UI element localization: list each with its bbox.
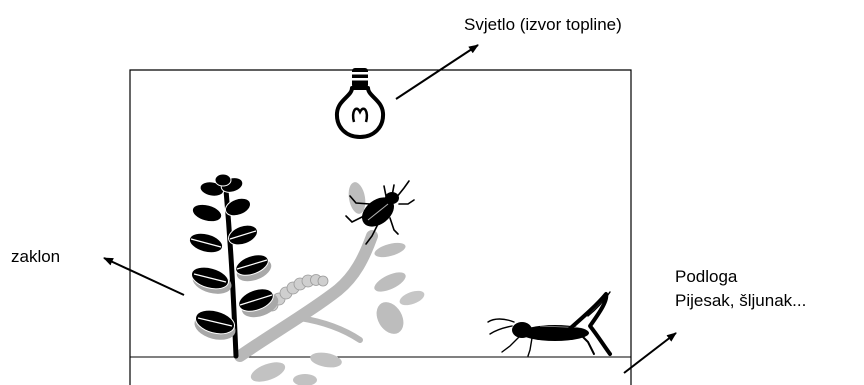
cricket-icon — [487, 291, 612, 357]
substrate-label: Podloga Pijesak, šljunak... — [675, 265, 806, 313]
substrate-arrow — [623, 332, 677, 374]
shelter-arrow — [103, 257, 185, 296]
substrate-label-examples: Pijesak, šljunak... — [675, 291, 807, 310]
shelter-label: zaklon — [11, 247, 61, 266]
light-source-label: Svjetlo (izvor topline) — [464, 15, 622, 34]
leafy-plant-icon — [188, 173, 279, 359]
substrate-label-title: Podloga — [675, 267, 738, 286]
light-arrow — [395, 44, 479, 100]
light-bulb-icon — [334, 68, 386, 139]
terrarium-frame — [129, 69, 632, 385]
beetle-icon — [345, 180, 415, 245]
branch-icon — [234, 182, 425, 385]
